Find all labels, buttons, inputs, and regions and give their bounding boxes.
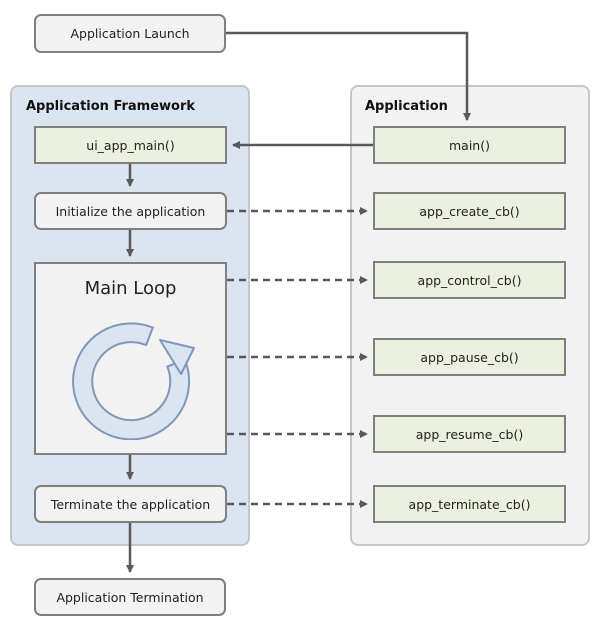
app-pause-cb-box: app_pause_cb(): [373, 338, 566, 376]
application-title: Application: [365, 99, 448, 114]
application-launch-label: Application Launch: [70, 26, 190, 41]
terminate-application-box: Terminate the application: [34, 485, 227, 523]
main-box: main(): [373, 126, 566, 164]
app-resume-cb-box: app_resume_cb(): [373, 415, 566, 453]
main-label: main(): [449, 137, 490, 153]
initialize-application-box: Initialize the application: [34, 192, 227, 230]
application-launch-box: Application Launch: [34, 14, 226, 53]
app-resume-cb-label: app_resume_cb(): [415, 426, 524, 442]
main-loop-box: Main Loop: [34, 262, 227, 455]
ui-app-main-box: ui_app_main(): [34, 126, 227, 164]
main-loop-label: Main Loop: [84, 278, 177, 299]
circular-refresh-arrow-icon: [72, 322, 195, 440]
app-create-cb-box: app_create_cb(): [373, 192, 566, 230]
terminate-application-label: Terminate the application: [50, 496, 211, 512]
application-termination-label: Application Termination: [56, 589, 204, 605]
application-termination-box: Application Termination: [34, 578, 226, 616]
ui-app-main-label: ui_app_main(): [86, 137, 175, 153]
app-control-cb-label: app_control_cb(): [417, 272, 522, 288]
app-pause-cb-label: app_pause_cb(): [420, 349, 519, 365]
initialize-application-label: Initialize the application: [55, 203, 206, 219]
app-terminate-cb-label: app_terminate_cb(): [408, 496, 531, 512]
app-terminate-cb-box: app_terminate_cb(): [373, 485, 566, 523]
app-control-cb-box: app_control_cb(): [373, 261, 566, 299]
app-create-cb-label: app_create_cb(): [419, 203, 520, 219]
application-framework-title: Application Framework: [26, 99, 196, 114]
